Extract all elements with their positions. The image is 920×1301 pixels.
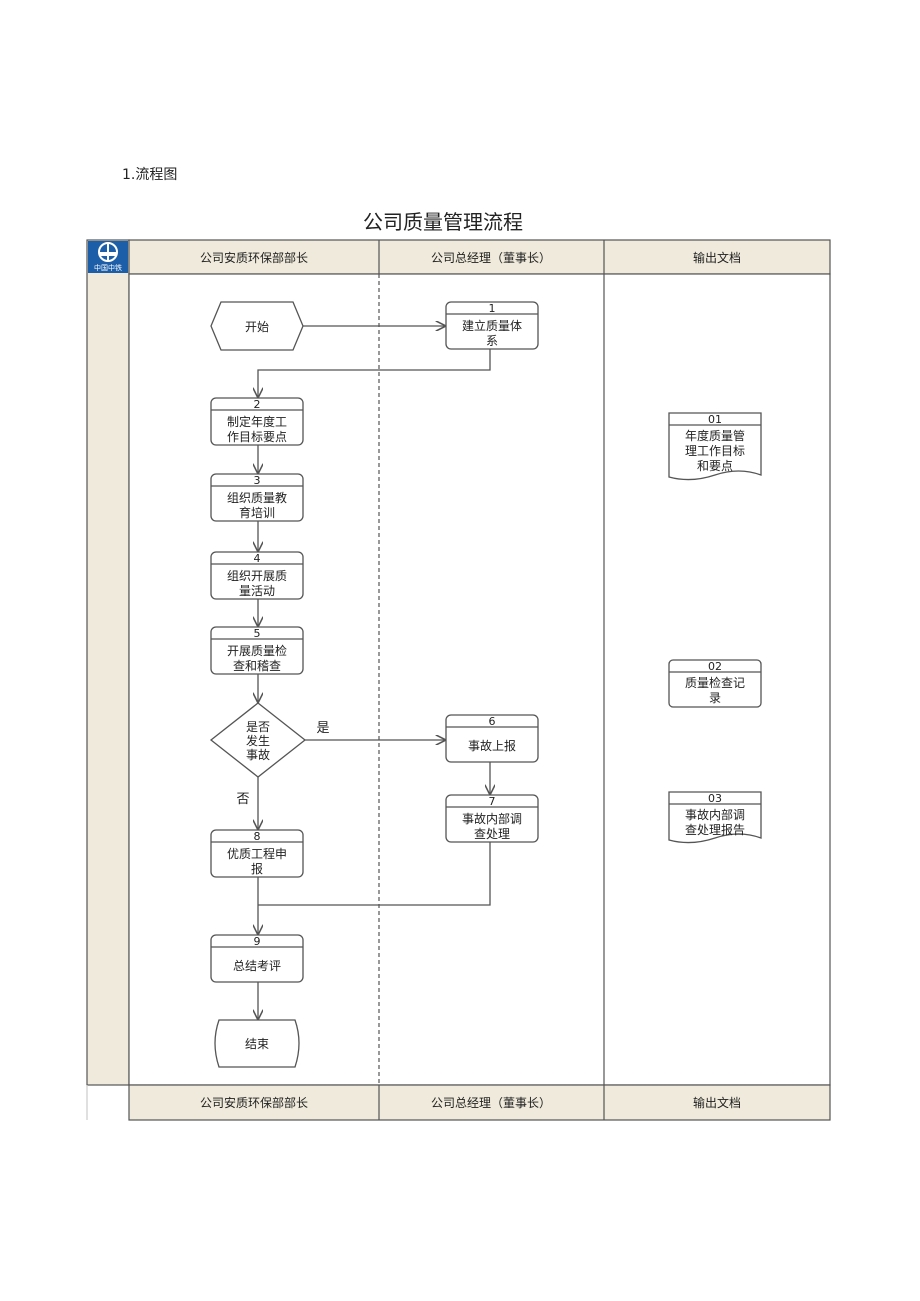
node-number: 6: [489, 715, 496, 728]
process-node-n9: 9 总结考评: [210, 934, 304, 983]
node-label: 事故内部调: [685, 807, 745, 822]
edge-label-yes: 是: [316, 721, 329, 736]
node-label: 查和稽查: [233, 658, 281, 673]
edge-n7-merge: [258, 842, 491, 906]
node-label: 事故: [246, 747, 270, 762]
node-label: 和要点: [697, 459, 733, 473]
node-label: 制定年度工: [227, 414, 287, 429]
logo-text: 中国中铁: [94, 263, 122, 272]
node-label: 优质工程申: [227, 846, 287, 861]
end-node: 结束: [214, 1019, 300, 1068]
section-title: 1.流程图: [122, 167, 178, 183]
node-label: 报: [251, 861, 263, 876]
lane-header: 输出文档: [693, 250, 741, 265]
node-label: 量活动: [239, 584, 275, 598]
node-label: 开始: [245, 320, 269, 334]
node-number: 1: [489, 302, 496, 315]
edge-label-no: 否: [236, 792, 249, 807]
node-label: 育培训: [239, 505, 275, 520]
node-label: 理工作目标: [685, 444, 745, 458]
node-label: 总结考评: [233, 959, 281, 973]
node-label: 开展质量检: [227, 643, 287, 658]
node-label: 是否: [246, 720, 270, 734]
node-label: 质量检查记: [685, 675, 745, 690]
node-label: 结束: [245, 1037, 269, 1051]
node-label: 发生: [246, 733, 270, 748]
node-label: 年度质量管: [685, 428, 745, 443]
node-label: 系: [486, 334, 498, 348]
node-label: 建立质量体: [462, 318, 522, 333]
node-number: 4: [254, 552, 261, 565]
node-label: 组织质量教: [227, 490, 287, 505]
node-number: 5: [254, 627, 261, 640]
node-label: 查处理报告: [685, 822, 745, 837]
node-number: 8: [254, 830, 261, 843]
node-number: 2: [254, 398, 261, 411]
document-number: 01: [708, 413, 722, 426]
lane-footer: 输出文档: [693, 1095, 741, 1110]
document-number: 03: [708, 792, 722, 805]
process-node-n6: 6 事故上报: [445, 714, 539, 763]
node-label: 作目标要点: [227, 430, 287, 444]
node-number: 7: [489, 795, 496, 808]
edge-n1-n2: [258, 349, 491, 397]
document-number: 02: [708, 660, 722, 673]
lane-header: 公司总经理（董事长）: [431, 251, 551, 265]
node-label: 事故上报: [468, 738, 516, 753]
node-number: 9: [254, 935, 261, 948]
lane-footer: 公司安质环保部部长: [200, 1095, 308, 1110]
diagram-title: 公司质量管理流程: [363, 210, 523, 234]
node-label: 查处理: [474, 827, 510, 841]
node-label: 组织开展质: [227, 569, 287, 583]
lane-header: 公司安质环保部部长: [200, 250, 308, 265]
start-node: 开始: [210, 301, 304, 351]
node-label: 录: [709, 691, 721, 705]
node-label: 事故内部调: [462, 811, 522, 826]
node-number: 3: [254, 474, 261, 487]
lane-footer: 公司总经理（董事长）: [431, 1096, 551, 1110]
crec-logo: 中国中铁: [88, 241, 128, 273]
